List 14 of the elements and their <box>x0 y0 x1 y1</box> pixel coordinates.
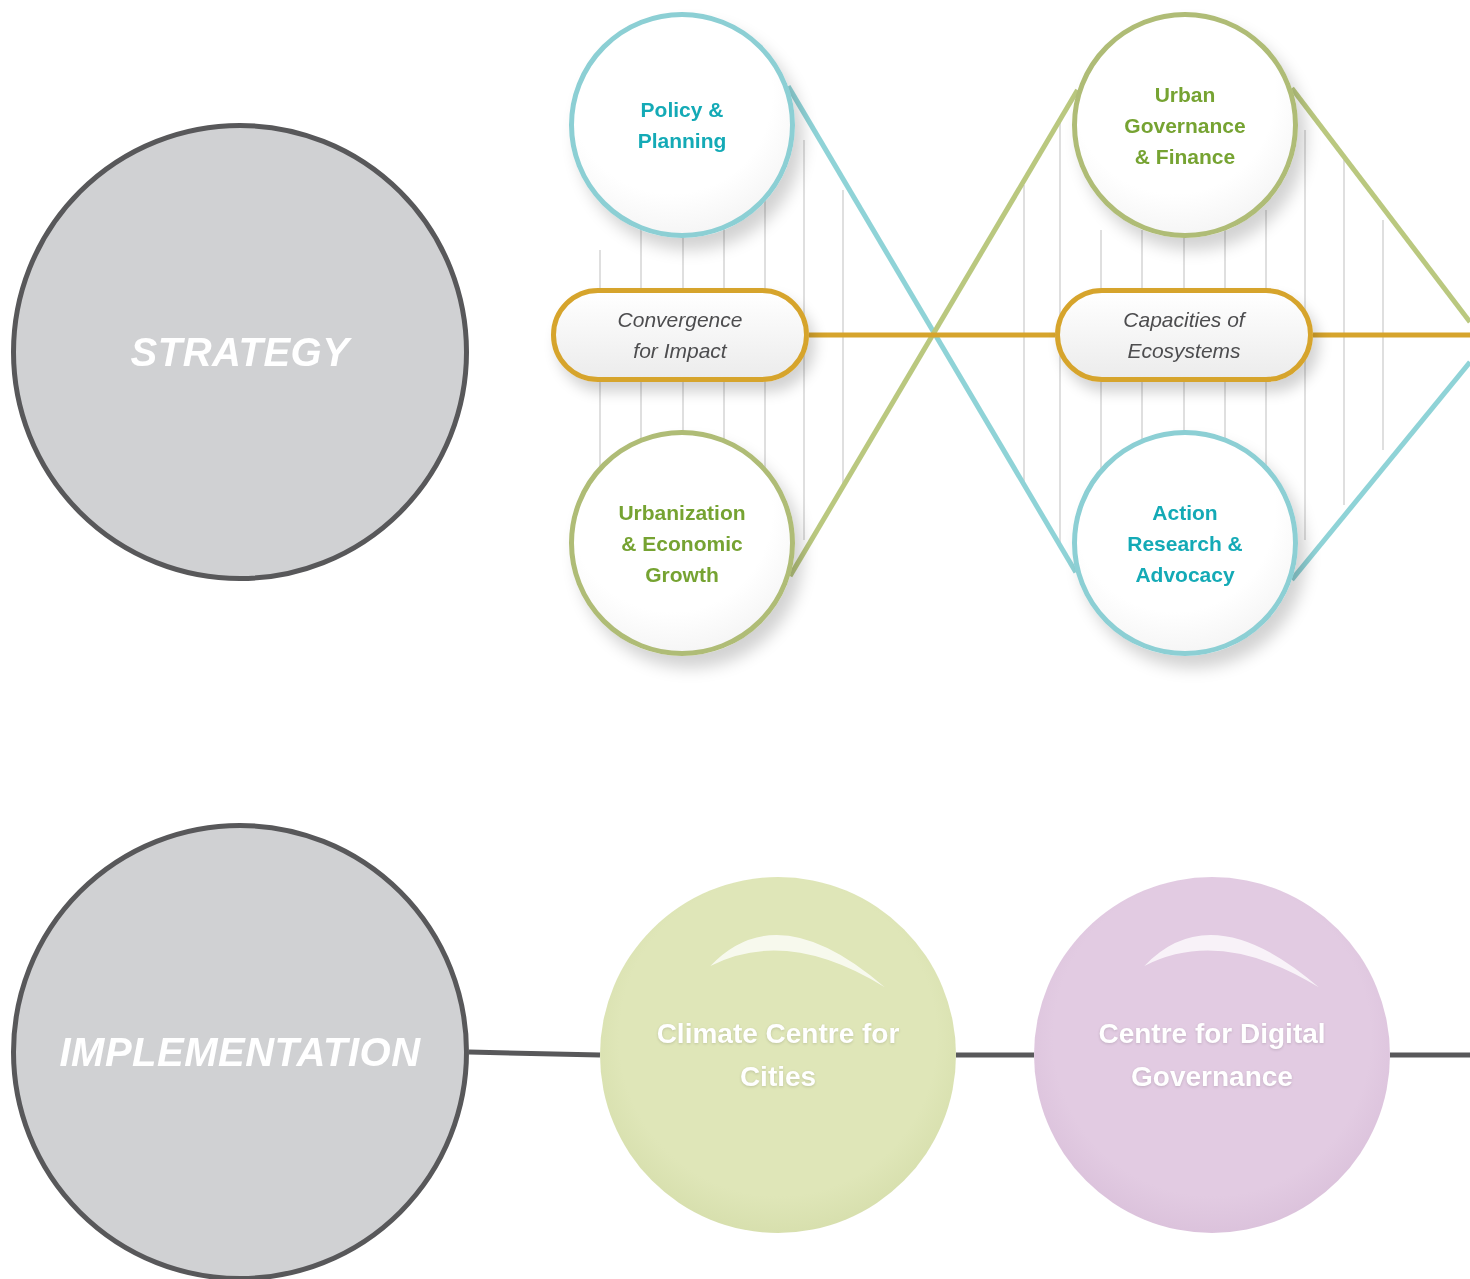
topic-label: Urbanization & Economic Growth <box>618 499 746 588</box>
topic-label: Policy & Planning <box>636 97 728 154</box>
theme-label: Convergence for Impact <box>616 307 744 364</box>
centre-label: Climate Centre for Cities <box>655 1017 901 1094</box>
topic-label: Action Research & Advocacy <box>1126 499 1244 588</box>
connector-line <box>1313 332 1470 338</box>
connector-line <box>956 1052 1034 1058</box>
connector-line <box>809 332 1055 338</box>
connector-line <box>1390 1052 1470 1058</box>
connector-line <box>468 1049 601 1058</box>
theme-label: Capacities of Ecosystems <box>1122 307 1248 364</box>
topic-label: Urban Governance & Finance <box>1123 81 1247 170</box>
theme-pill <box>551 288 809 382</box>
theme-pill <box>1055 288 1313 382</box>
